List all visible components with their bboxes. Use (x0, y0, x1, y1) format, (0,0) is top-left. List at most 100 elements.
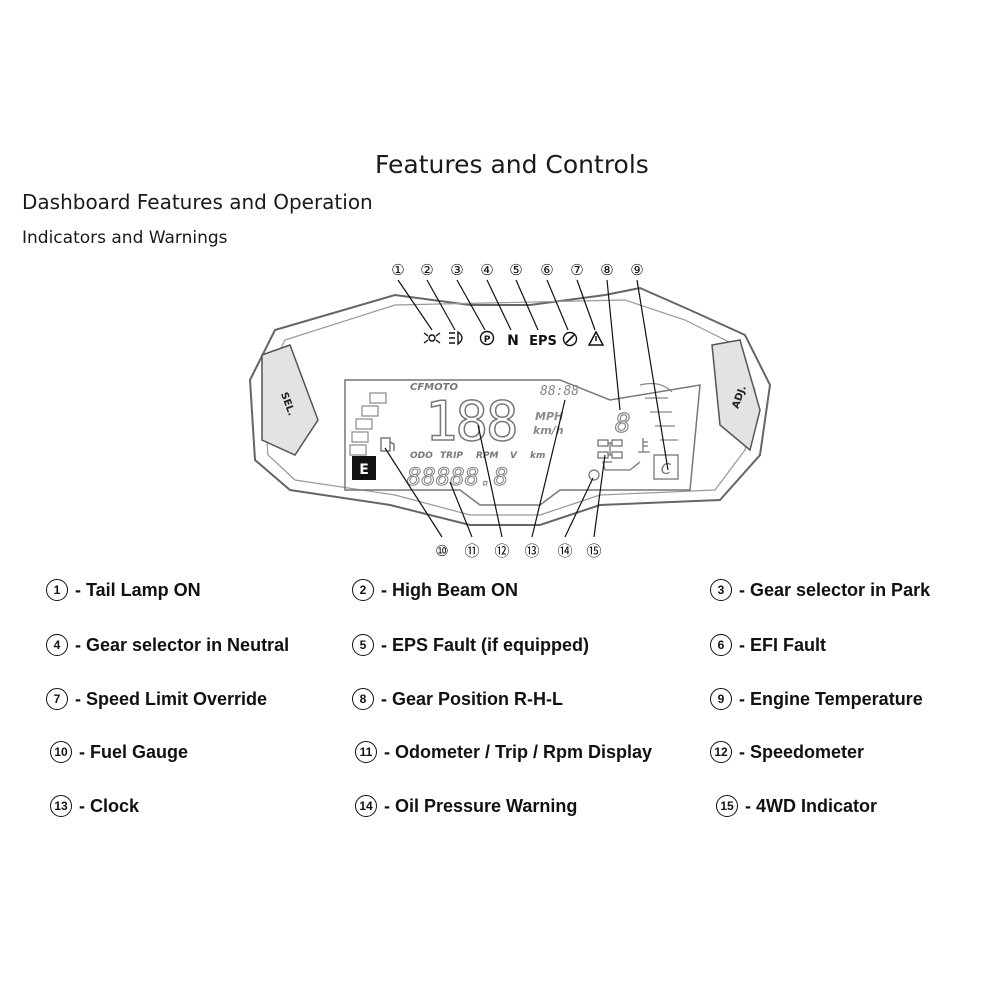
legend-text: - Speed Limit Override (75, 688, 268, 709)
callout-12: ⑫ (494, 542, 509, 560)
brand-label: CFMOTO (410, 382, 458, 393)
fuel-pump-icon (380, 437, 395, 452)
odo-label-v: V (510, 451, 518, 461)
legend-text: - EFI Fault (739, 634, 826, 655)
neutral-indicator: N (507, 333, 519, 349)
svg-text:P: P (484, 335, 491, 345)
callout-3: ③ (450, 261, 463, 279)
coolant-temp-icon (638, 438, 650, 453)
efi-fault-icon (562, 331, 578, 347)
odo-label-odo: ODO (410, 451, 433, 461)
callout-1: ① (391, 261, 404, 279)
legend-text: - Speedometer (739, 741, 865, 762)
legend-item-1: 1 - Tail Lamp ON (46, 579, 201, 601)
legend-item-14: 14 - Oil Pressure Warning (355, 795, 577, 817)
subsection-heading: Indicators and Warnings (22, 228, 228, 248)
legend-text: - Oil Pressure Warning (384, 795, 578, 816)
legend-item-8: 8 - Gear Position R-H-L (352, 688, 563, 710)
legend-number: 5 (352, 634, 374, 656)
sel-button[interactable]: SEL. (261, 344, 319, 456)
legend-item-13: 13 - Clock (50, 795, 139, 817)
callout-leaders (384, 279, 669, 538)
callout-2: ② (420, 261, 433, 279)
callout-10: ⑩ (435, 542, 448, 560)
callouts-bottom: ⑩ ⑪ ⑫ ⑬ ⑭ ⑮ (435, 542, 601, 560)
legend-text: - Gear selector in Park (739, 579, 931, 600)
legend-number: 3 (710, 579, 732, 601)
callout-15: ⑮ (586, 542, 601, 560)
odo-label-rpm: RPM (476, 451, 499, 461)
dashboard-housing (248, 286, 772, 526)
legend-item-2: 2 - High Beam ON (352, 579, 518, 601)
callout-13: ⑬ (524, 542, 539, 560)
gear-position-digit: 8 (615, 409, 631, 439)
speed-unit-kmh: km/h (533, 424, 564, 437)
legend-item-11: 11 - Odometer / Trip / Rpm Display (355, 741, 652, 763)
legend-text: - High Beam ON (381, 579, 519, 600)
callout-6: ⑥ (540, 261, 553, 279)
legend-text: - Odometer / Trip / Rpm Display (384, 741, 653, 762)
eps-indicator: EPS (529, 334, 557, 349)
legend-text: - Fuel Gauge (79, 741, 189, 762)
clock-digits: 88:88 (540, 384, 579, 399)
legend-number: 9 (710, 688, 732, 710)
legend-text: - 4WD Indicator (745, 795, 878, 816)
legend-item-7: 7 - Speed Limit Override (46, 688, 267, 710)
legend-number: 4 (46, 634, 68, 656)
odometer-labels: ODO TRIP RPM V km (410, 451, 545, 461)
section-heading: Dashboard Features and Operation (22, 190, 373, 214)
legend-number: 6 (710, 634, 732, 656)
legend-number: 8 (352, 688, 374, 710)
page-title: Features and Controls (375, 150, 649, 179)
fuel-empty-box (352, 456, 376, 480)
legend-item-3: 3 - Gear selector in Park (710, 579, 930, 601)
park-icon: P (479, 330, 495, 346)
indicator-row: P N EPS (423, 330, 605, 349)
legend-number: 15 (716, 795, 738, 817)
legend-text: - EPS Fault (if equipped) (381, 634, 589, 655)
callout-9: ⑨ (630, 261, 643, 279)
odo-label-trip: TRIP (440, 451, 463, 461)
legend-item-12: 12 - Speedometer (710, 741, 864, 763)
high-beam-icon (449, 330, 463, 346)
legend-number: 2 (352, 579, 374, 601)
callout-14: ⑭ (557, 542, 572, 560)
oil-pressure-icon (588, 461, 641, 481)
legend-item-6: 6 - EFI Fault (710, 634, 826, 656)
speed-unit-mph: MPH (535, 410, 563, 423)
legend-number: 12 (710, 741, 732, 763)
legend-item-4: 4 - Gear selector in Neutral (46, 634, 289, 656)
callout-4: ④ (480, 261, 493, 279)
warning-triangle-icon (587, 330, 605, 346)
speedometer-digits: 188 (425, 390, 517, 453)
legend-number: 1 (46, 579, 68, 601)
legend-number: 14 (355, 795, 377, 817)
callouts-top: ① ② ③ ④ ⑤ ⑥ ⑦ ⑧ ⑨ (391, 261, 643, 279)
odo-label-km: km (530, 451, 545, 461)
dashboard-diagram: SEL. ADJ. P N EPS (248, 261, 772, 560)
legend-text: - Gear Position R-H-L (381, 688, 564, 709)
callout-11: ⑪ (464, 542, 479, 560)
legend-item-15: 15 - 4WD Indicator (716, 795, 877, 817)
fuel-empty-letter: E (359, 462, 369, 478)
legend-number: 11 (355, 741, 377, 763)
legend-text: - Tail Lamp ON (75, 579, 201, 600)
temp-cold-letter: C (661, 460, 672, 478)
callout-7: ⑦ (570, 261, 583, 279)
callout-5: ⑤ (509, 261, 522, 279)
fuel-gauge-bars (349, 392, 387, 456)
legend-number: 7 (46, 688, 68, 710)
legend-text: - Clock (79, 795, 140, 816)
legend-item-9: 9 - Engine Temperature (710, 688, 923, 710)
legend-text: - Gear selector in Neutral (75, 634, 290, 655)
legend-text: - Engine Temperature (739, 688, 923, 709)
legend-item-10: 10 - Fuel Gauge (50, 741, 188, 763)
4wd-icon (597, 439, 623, 459)
legend-number: 13 (50, 795, 72, 817)
legend-item-5: 5 - EPS Fault (if equipped) (352, 634, 589, 656)
tail-lamp-icon (423, 332, 441, 344)
adj-button[interactable]: ADJ. (711, 339, 761, 452)
lcd-screen (344, 379, 701, 506)
legend-number: 10 (50, 741, 72, 763)
odometer-digits: 88888.8 (407, 463, 508, 491)
